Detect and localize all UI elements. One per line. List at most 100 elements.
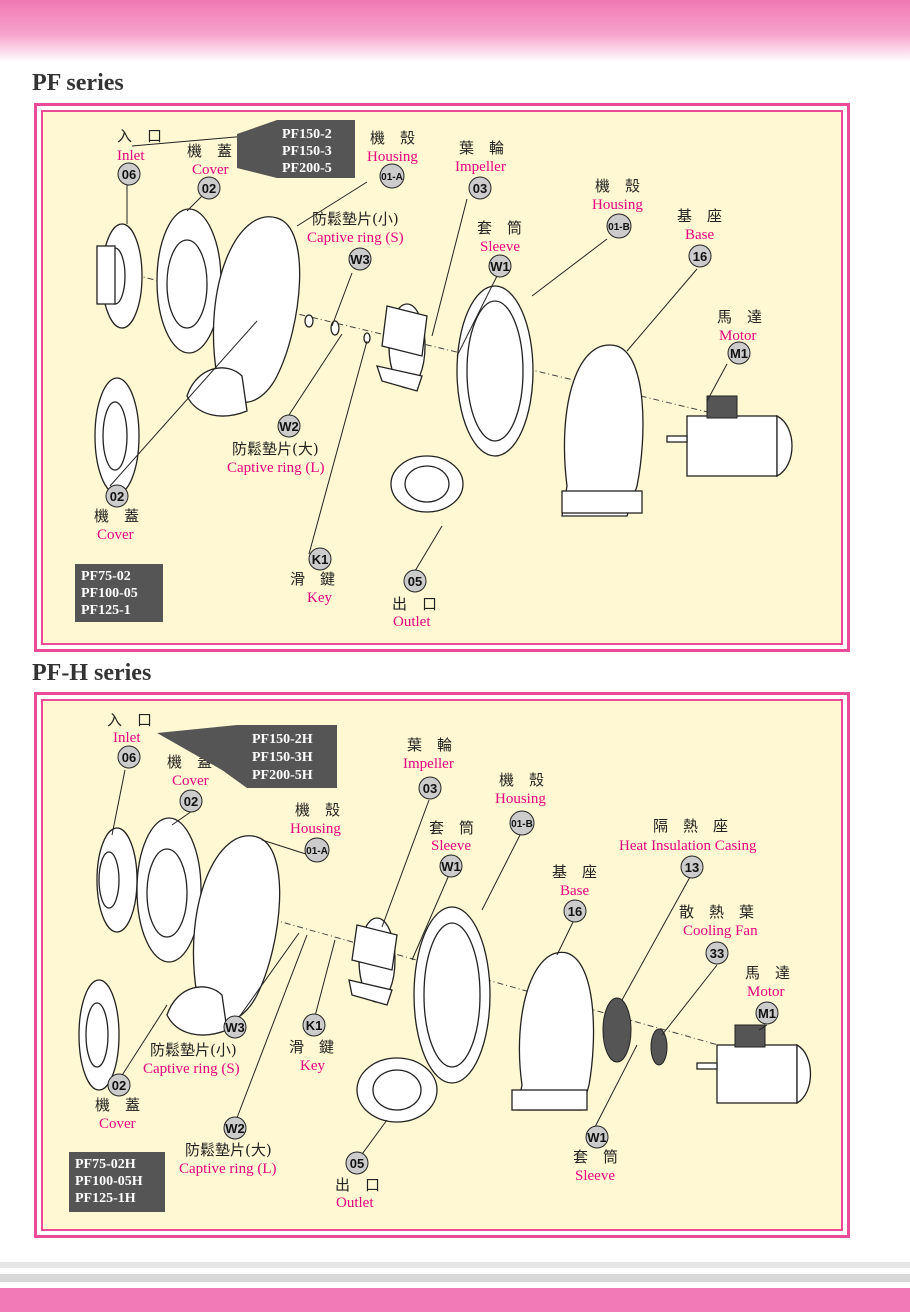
pfh-cover-top-bubble [179,789,203,813]
pfh-base-zh: 基 座 [552,863,597,881]
pfh-impeller-bubble [418,776,442,800]
pf-models-top-1: PF150-2 [282,127,332,142]
pf-impeller-bubble [468,176,492,200]
pf-diagram-panel: 入 口 Inlet 06 機 蓋 Cover 02 PF150-2 PF150-… [34,103,850,652]
pfh-models-bottom-3: PF125-1H [75,1191,136,1206]
pf-series-title: PF series [32,70,124,96]
pf-models-top-2: PF150-3 [282,144,332,159]
header-gradient-bar [0,0,910,62]
pf-key-en: Key [307,590,332,606]
pfh-housing-a-part [166,835,281,1036]
pf-sleeve-code: W1 [490,259,510,274]
pfh-captive-s-code: W3 [225,1020,245,1035]
pf-motor-en: Motor [719,328,757,344]
pfh-motor-bubble [755,1001,779,1025]
pfh-heat-casing-zh: 隔 熱 座 [653,817,728,835]
pfh-models-top-3: PF200-5H [252,768,313,783]
pfh-inlet-en: Inlet [113,730,141,746]
pfh-sleeve-top-en: Sleeve [431,838,471,854]
pf-models-bottom-3: PF125-1 [81,603,131,618]
pfh-cover-top-en: Cover [172,773,209,789]
pfh-heat-casing-code: 13 [685,860,699,875]
pf-impeller-zh: 葉 輪 [459,139,504,157]
pf-diagram-frame [41,110,843,645]
pf-impeller-part [376,303,428,392]
pfh-motor-part [696,1024,811,1105]
pf-housing-b-part [456,285,534,457]
pf-motor-part [666,395,793,478]
pf-inlet-part [96,223,143,329]
pf-exploded-diagram: 入 口 Inlet 06 機 蓋 Cover 02 PF150-2 PF150-… [75,120,793,630]
pf-inlet-en: Inlet [117,148,145,164]
pfh-housing-b-zh: 機 殼 [499,771,544,789]
pfh-heat-casing-en: Heat Insulation Casing [619,838,757,854]
pfh-outlet-bubble [345,1151,369,1175]
pfh-cover-top-code: 02 [184,794,198,809]
pfh-captive-l-zh: 防鬆墊片(大) [185,1141,272,1159]
pf-housing-b-zh: 機 殼 [595,177,640,195]
pf-cover-top-zh: 機 蓋 [187,142,232,160]
pf-key-code: K1 [312,552,329,567]
pf-cover-top-bubble [197,176,221,200]
pfh-housing-b-part [413,906,491,1084]
pfh-leader-lines [111,769,768,1162]
pfh-outlet-zh: 出 口 [335,1176,380,1194]
pfh-heat-casing-bubble [680,855,704,879]
pfh-models-bottom-2: PF100-05H [75,1174,143,1189]
pfh-diagram-panel: 入 口 Inlet 06 機 蓋 Cover 02 PF150-2H PF150… [34,692,850,1238]
pf-cover-top-code: 02 [202,181,216,196]
pfh-series-title: PF-H series [32,660,152,686]
pfh-captive-s-en: Captive ring (S) [143,1061,240,1077]
pfh-housing-a-bubble [304,837,330,863]
pf-inlet-bubble [117,162,141,186]
pfh-impeller-en: Impeller [403,756,454,772]
pf-impeller-code: 03 [473,181,487,196]
pf-cover-bottom-code: 02 [110,489,124,504]
pfh-models-bottom-1: PF75-02H [75,1157,136,1172]
pf-captive-l-zh: 防鬆墊片(大) [232,440,319,458]
pfh-models-top-box [157,725,337,788]
pf-cover-top-en: Cover [192,162,229,178]
pf-cover-bottom-en: Cover [97,527,134,543]
pf-inlet-zh: 入 口 [117,127,162,145]
pf-models-bottom-1: PF75-02 [81,569,131,584]
pfh-outlet-en: Outlet [336,1195,374,1211]
pf-captive-s-bubble [348,247,372,271]
pfh-motor-code: M1 [758,1006,776,1021]
pf-captive-l-code: W2 [279,419,299,434]
pfh-impeller-zh: 葉 輪 [407,736,452,754]
footer-stripe-pink [0,1288,910,1312]
pf-outlet-code: 05 [408,574,422,589]
pfh-outlet-code: 05 [350,1156,364,1171]
pfh-base-code: 16 [568,904,582,919]
pf-housing-b-bubble [606,213,632,239]
footer-stripe-2 [0,1274,910,1282]
pf-motor-bubble [727,341,751,365]
footer-bar [0,1262,910,1312]
pf-captive-s-en: Captive ring (S) [307,230,404,246]
pf-small-parts [304,314,371,344]
pfh-models-top-1: PF150-2H [252,732,313,747]
pfh-key-en: Key [300,1058,325,1074]
pfh-cover-bottom-zh: 機 蓋 [95,1096,140,1114]
pfh-cover-bottom-code: 02 [112,1078,126,1093]
pfh-cover-top-part [136,817,202,963]
pf-leader-lines [109,135,728,572]
pf-housing-b-code: 01-B [608,222,630,233]
pf-base-bubble [688,244,712,268]
pfh-impeller-part [348,917,398,1006]
pfh-key-code: K1 [306,1018,323,1033]
pf-motor-zh: 馬 達 [717,308,762,326]
pf-sleeve-bubble [488,254,512,278]
pfh-inlet-bubble [117,745,141,769]
pf-outlet-part [390,455,464,513]
pf-cover-bottom-part [94,377,140,495]
pf-captive-s-code: W3 [350,252,370,267]
pfh-base-en: Base [560,883,590,899]
pf-models-top-3: PF200-5 [282,161,332,176]
pfh-cover-bottom-bubble [107,1073,131,1097]
pf-impeller-en: Impeller [455,159,506,175]
pfh-cover-bottom-en: Cover [99,1116,136,1132]
pf-housing-a-part [186,216,301,417]
footer-stripe-1 [0,1262,910,1268]
